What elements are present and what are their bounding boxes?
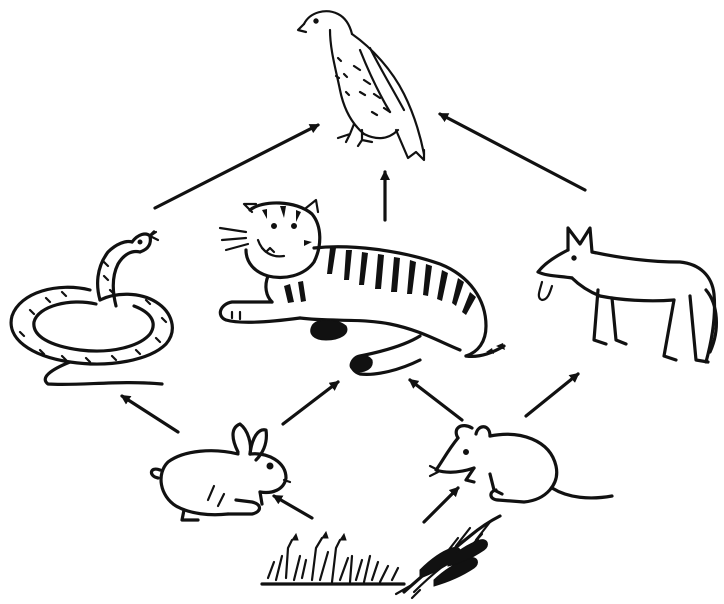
arrow-mouse-to-fox <box>526 374 578 416</box>
snake-icon <box>11 232 172 384</box>
arrow-grass-to-rabbit <box>274 496 312 518</box>
arrows <box>122 114 585 522</box>
arrow-fox-to-eagle <box>440 114 585 190</box>
arrow-rabbit-to-tiger <box>283 382 338 424</box>
grass-icon <box>262 532 404 584</box>
wheat-icon <box>396 516 500 598</box>
fox-icon <box>538 228 716 362</box>
tiger-icon <box>220 200 505 374</box>
arrow-wheat-to-mouse <box>424 488 458 522</box>
arrow-snake-to-eagle <box>155 125 318 208</box>
arrow-mouse-to-tiger <box>410 380 462 420</box>
rabbit-icon <box>151 424 290 520</box>
eagle-icon <box>298 11 424 160</box>
arrow-rabbit-to-snake <box>122 396 178 432</box>
